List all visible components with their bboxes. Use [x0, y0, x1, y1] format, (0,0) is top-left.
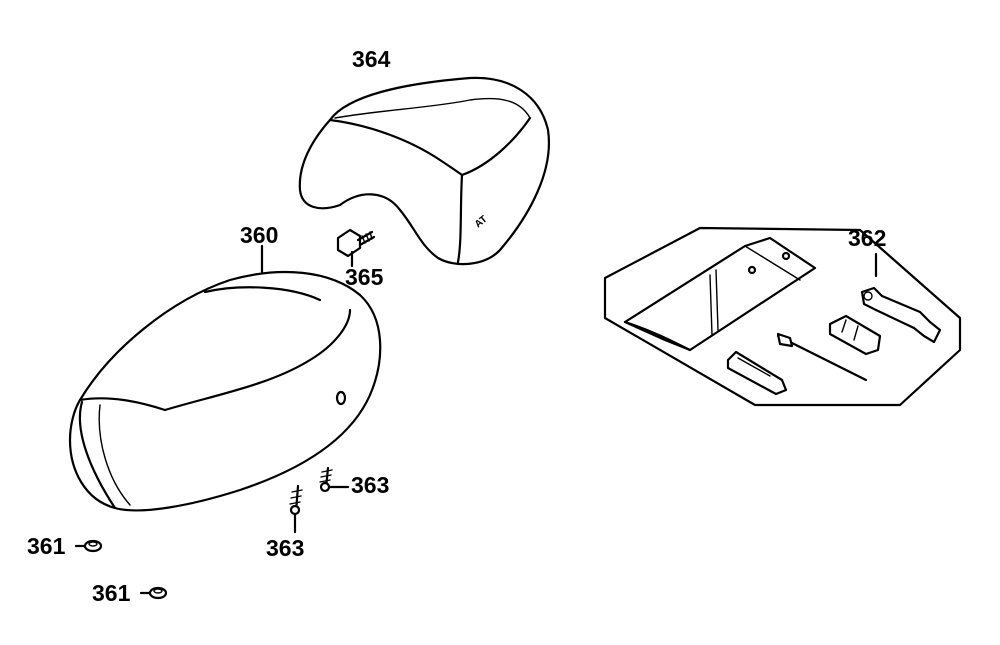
nut-361-upper	[74, 539, 103, 553]
nut-361-lower	[139, 586, 168, 600]
tool-kit-362	[603, 226, 962, 407]
screw-363-right	[319, 466, 350, 493]
label-363-bottom: 363	[266, 535, 304, 561]
rear-seat-364: AT	[298, 76, 550, 266]
label-361-upper: 361	[27, 533, 66, 559]
label-365: 365	[345, 264, 384, 290]
label-364: 364	[352, 46, 391, 72]
label-362: 362	[848, 225, 886, 251]
main-seat-360	[68, 244, 382, 512]
bolt-365	[336, 228, 376, 268]
label-361-lower: 361	[92, 580, 131, 606]
screw-363-bottom	[289, 484, 303, 534]
label-360: 360	[240, 222, 278, 248]
label-363-right: 363	[351, 472, 389, 498]
